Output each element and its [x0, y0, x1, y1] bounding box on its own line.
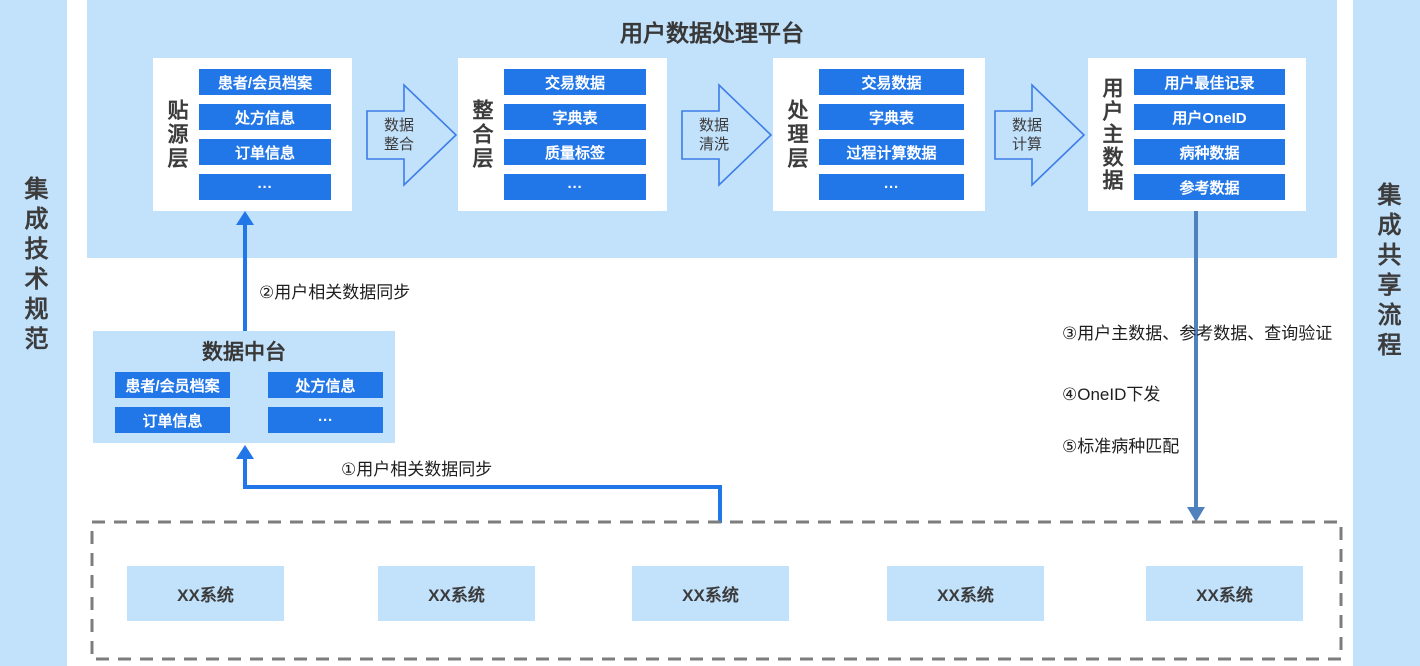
flow-step2-line: [243, 224, 247, 331]
layer-item: 用户OneID: [1134, 104, 1285, 130]
flow-step1-line-segment: [243, 458, 247, 489]
process-arrow-cleanse-icon: 数据 清洗: [681, 83, 773, 187]
data-hub-item: 处方信息: [268, 372, 383, 398]
layer-label-processing: 处理层: [785, 98, 808, 171]
data-hub-item: 订单信息: [115, 407, 230, 433]
layer-item: 处方信息: [199, 104, 331, 130]
platform-title: 用户数据处理平台: [620, 20, 804, 46]
layer-item: 病种数据: [1134, 139, 1285, 165]
data-hub-item: ···: [268, 407, 383, 433]
flow-step3-label: ③用户主数据、参考数据、查询验证: [1062, 324, 1333, 343]
flow-step2-arrowhead-icon: [236, 211, 254, 225]
layer-item: 用户最佳记录: [1134, 69, 1285, 95]
data-hub-box: 数据中台 患者/会员档案 处方信息 订单信息 ···: [93, 331, 395, 443]
right-rail-label: 集成共享流程: [1373, 182, 1400, 362]
layer-label-master-data: 用户主数据: [1100, 77, 1123, 192]
layer-item: 字典表: [819, 104, 964, 130]
flow-step2-label: ②用户相关数据同步: [259, 283, 411, 302]
layer-group-source: 贴源层 患者/会员档案 处方信息 订单信息 ···: [153, 58, 352, 211]
data-hub-item: 患者/会员档案: [115, 372, 230, 398]
layer-label-consolidation: 整合层: [470, 98, 493, 171]
layer-item: 质量标签: [504, 139, 646, 165]
process-arrow-compute-icon: 数据 计算: [994, 83, 1086, 187]
layer-item: 交易数据: [504, 69, 646, 95]
layer-group-processing: 处理层 交易数据 字典表 过程计算数据 ···: [773, 58, 985, 211]
layer-item: ···: [199, 174, 331, 200]
layer-item: 参考数据: [1134, 174, 1285, 200]
process-arrow-integrate-icon: 数据 整合: [366, 83, 458, 187]
layer-group-master-data: 用户主数据 用户最佳记录 用户OneID 病种数据 参考数据: [1088, 58, 1306, 211]
left-rail: 集成技术规范: [0, 0, 67, 666]
flow-step4-label: ④OneID下发: [1062, 385, 1161, 404]
layer-item: 患者/会员档案: [199, 69, 331, 95]
left-rail-label: 集成技术规范: [20, 176, 47, 356]
system-box: XX系统: [127, 566, 284, 621]
layer-item: 字典表: [504, 104, 646, 130]
right-rail: 集成共享流程: [1353, 0, 1420, 666]
flow-step1-line-segment: [718, 485, 722, 523]
layer-item: 交易数据: [819, 69, 964, 95]
systems-dashed-border: [90, 520, 1343, 661]
layer-item: ···: [504, 174, 646, 200]
master-flow-line: [1194, 211, 1198, 508]
flow-step1-line-segment: [243, 485, 722, 489]
layer-item: 订单信息: [199, 139, 331, 165]
system-box: XX系统: [1146, 566, 1303, 621]
layer-item: ···: [819, 174, 964, 200]
layer-item: 过程计算数据: [819, 139, 964, 165]
system-box: XX系统: [887, 566, 1044, 621]
system-box: XX系统: [632, 566, 789, 621]
flow-step5-label: ⑤标准病种匹配: [1062, 437, 1180, 456]
flow-step1-label: ①用户相关数据同步: [341, 460, 493, 479]
system-box: XX系统: [378, 566, 535, 621]
flow-step1-arrowhead-icon: [236, 445, 254, 459]
layer-group-consolidation: 整合层 交易数据 字典表 质量标签 ···: [458, 58, 667, 211]
layer-label-source: 贴源层: [165, 98, 188, 171]
master-flow-arrowhead-icon: [1187, 507, 1205, 522]
data-hub-title: 数据中台: [202, 341, 286, 364]
